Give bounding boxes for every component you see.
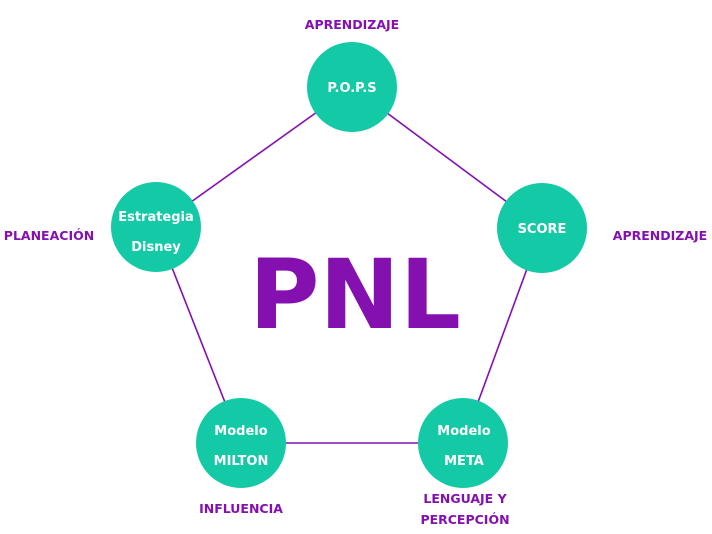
node-pops[interactable]: P.O.P.S	[307, 42, 397, 132]
center-title: PNL	[249, 239, 461, 351]
node-meta-label-line1: Modelo	[437, 424, 490, 439]
node-disney-label-line2: Disney	[131, 240, 181, 255]
node-meta[interactable]: Modelo META	[418, 398, 508, 488]
node-disney-circle	[111, 182, 201, 272]
node-milton-label-line1: Modelo	[214, 424, 267, 439]
node-pops-circle	[307, 42, 397, 132]
caption-disney: PLANEACIÓN	[4, 228, 94, 243]
caption-pops: APRENDIZAJE	[305, 17, 399, 32]
node-pops-label: P.O.P.S	[327, 81, 376, 96]
node-milton-label-line2: MILTON	[214, 454, 269, 469]
node-score-label: SCORE	[518, 222, 567, 237]
caption-score: APRENDIZAJE	[613, 228, 707, 243]
caption-milton: INFLUENCIA	[199, 501, 283, 516]
node-score-circle	[497, 183, 587, 273]
node-milton[interactable]: Modelo MILTON	[196, 398, 286, 488]
node-disney[interactable]: Estrategia Disney	[111, 182, 201, 272]
node-meta-label-line2: META	[444, 454, 484, 469]
caption-meta-line2: PERCEPCIÓN	[420, 512, 509, 527]
node-meta-circle	[418, 398, 508, 488]
caption-meta-line1: LENGUAJE Y	[423, 491, 507, 506]
node-milton-circle	[196, 398, 286, 488]
node-disney-label-line1: Estrategia	[118, 210, 194, 225]
node-score[interactable]: SCORE	[497, 183, 587, 273]
